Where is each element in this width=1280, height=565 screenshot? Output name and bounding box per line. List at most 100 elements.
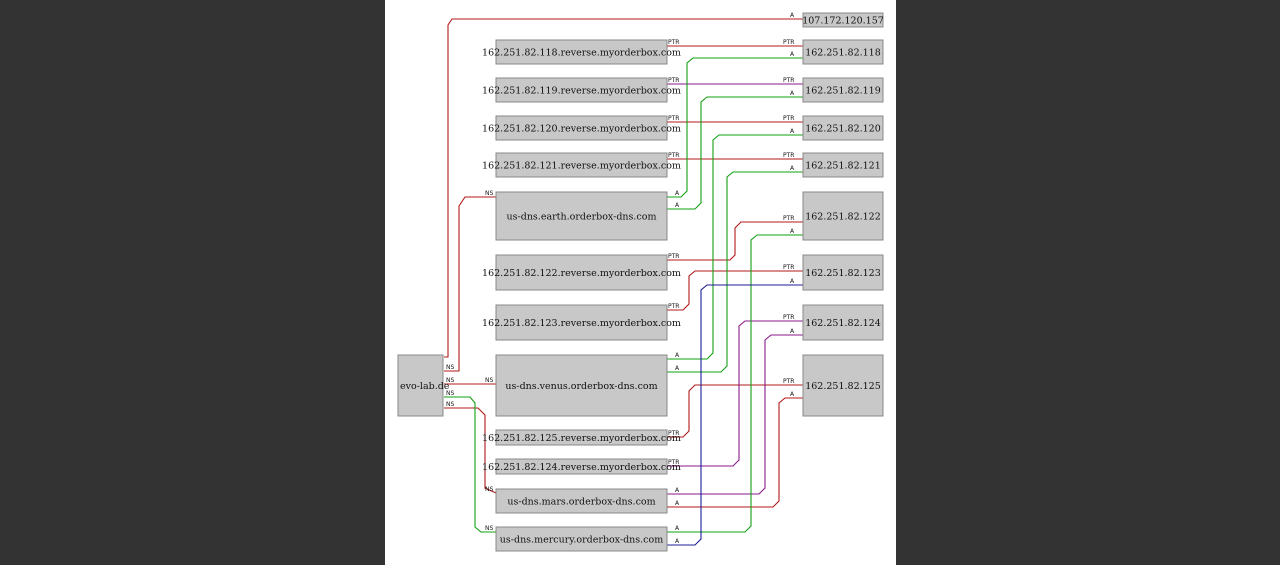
node-label: evo-lab.de	[400, 381, 450, 392]
node-rev120[interactable]: 162.251.82.120.reverse.myorderbox.com	[482, 115, 681, 141]
node-label: us-dns.mercury.orderbox-dns.com	[500, 535, 663, 546]
edge-line	[444, 407, 497, 494]
node-box	[495, 458, 668, 475]
node-label: 162.251.82.121	[805, 161, 881, 172]
node-ip157[interactable]: 107.172.120.157	[802, 12, 884, 28]
node-rev125[interactable]: 162.251.82.125.reverse.myorderbox.com	[482, 429, 681, 446]
node-box	[495, 526, 668, 552]
node-ip119[interactable]: 162.251.82.119	[802, 77, 884, 103]
edge-line	[667, 234, 803, 533]
node-label: 162.251.82.124	[805, 318, 881, 329]
node-ip118[interactable]: 162.251.82.118	[802, 39, 884, 65]
edge-label: A	[675, 487, 680, 494]
edge-label: PTR	[668, 152, 679, 159]
node-evo[interactable]: evo-lab.de	[397, 354, 450, 417]
node-rev122[interactable]: 162.251.82.122.reverse.myorderbox.com	[482, 254, 681, 291]
node-box	[802, 191, 884, 241]
edge-venus-to-ip121: AA	[667, 165, 803, 373]
node-label: 162.251.82.125.reverse.myorderbox.com	[482, 433, 681, 444]
edge-label-source: NS	[446, 390, 454, 397]
node-rev124[interactable]: 162.251.82.124.reverse.myorderbox.com	[482, 458, 681, 475]
node-box	[495, 304, 668, 341]
edge-label: A	[675, 500, 680, 507]
edge-line	[667, 134, 803, 360]
edge-line	[667, 96, 803, 210]
edge-mercury-to-ip122: AA	[667, 228, 803, 533]
edge-line	[444, 196, 496, 372]
edge-line	[667, 334, 803, 495]
edge-earth-to-ip118: AA	[667, 51, 803, 198]
edge-label-target: PTR	[783, 152, 794, 159]
nodes-layer: evo-lab.de 107.172.120.157 162.251.82.118.…	[397, 12, 884, 552]
edge-line	[667, 171, 803, 373]
node-ip122[interactable]: 162.251.82.122	[802, 191, 884, 241]
edge-label-target: PTR	[783, 314, 794, 321]
edge-label: NS	[485, 525, 493, 532]
node-box	[802, 39, 884, 65]
node-box	[802, 354, 884, 417]
node-box	[495, 488, 668, 514]
node-box	[495, 354, 668, 417]
node-label: 162.251.82.123	[805, 268, 881, 279]
edge-label-target: A	[790, 90, 795, 97]
edge-label: NS	[485, 190, 493, 197]
node-box	[802, 115, 884, 141]
node-label: us-dns.earth.orderbox-dns.com	[507, 212, 657, 223]
edge-line	[667, 384, 803, 438]
edge-label: A	[675, 525, 680, 532]
node-label: 162.251.82.120.reverse.myorderbox.com	[482, 124, 681, 135]
node-venus[interactable]: us-dns.venus.orderbox-dns.com	[495, 354, 668, 417]
node-box	[397, 354, 444, 417]
edge-label-target: PTR	[783, 77, 794, 84]
node-ip121[interactable]: 162.251.82.121	[802, 152, 884, 178]
node-label: 162.251.82.122	[805, 212, 881, 223]
edge-label-source: NS	[446, 377, 454, 384]
edge-label-target: A	[790, 278, 795, 285]
edge-line	[667, 284, 803, 546]
node-rev123[interactable]: 162.251.82.123.reverse.myorderbox.com	[482, 304, 681, 341]
node-mars[interactable]: us-dns.mars.orderbox-dns.com	[495, 488, 668, 514]
node-rev118[interactable]: 162.251.82.118.reverse.myorderbox.com	[482, 39, 681, 65]
node-rev121[interactable]: 162.251.82.121.reverse.myorderbox.com	[482, 152, 681, 178]
node-label: 162.251.82.119.reverse.myorderbox.com	[482, 86, 681, 97]
node-box	[495, 254, 668, 291]
edge-rev124-to-ip124: PTR PTR	[667, 314, 803, 467]
node-ip123[interactable]: 162.251.82.123	[802, 254, 884, 291]
node-label: 162.251.82.119	[805, 86, 881, 97]
node-box	[495, 152, 668, 178]
edge-label: PTR	[668, 253, 679, 260]
node-label: us-dns.mars.orderbox-dns.com	[507, 497, 655, 508]
edge-mercury-to-ip123: AA	[667, 278, 803, 546]
node-ip125[interactable]: 162.251.82.125	[802, 354, 884, 417]
node-rev119[interactable]: 162.251.82.119.reverse.myorderbox.com	[482, 77, 681, 103]
edge-line	[667, 57, 803, 198]
node-mercury[interactable]: us-dns.mercury.orderbox-dns.com	[495, 526, 668, 552]
edge-label-source: NS	[446, 401, 454, 408]
node-label: 162.251.82.125	[805, 381, 881, 392]
node-box	[495, 429, 668, 446]
node-earth[interactable]: us-dns.earth.orderbox-dns.com	[495, 191, 668, 241]
node-ip124[interactable]: 162.251.82.124	[802, 304, 884, 341]
edge-label: PTR	[668, 39, 679, 46]
node-box	[802, 254, 884, 291]
edge-label: PTR	[668, 459, 679, 466]
node-label: 107.172.120.157	[802, 16, 884, 27]
edge-label-target: PTR	[783, 215, 794, 222]
edge-label: A	[675, 538, 680, 545]
node-label: 162.251.82.120	[805, 124, 881, 135]
node-label: 162.251.82.122.reverse.myorderbox.com	[482, 268, 681, 279]
edge-label: A	[675, 202, 680, 209]
edge-label: A	[675, 190, 680, 197]
edge-venus-to-ip120: AA	[667, 128, 803, 360]
node-box	[802, 12, 884, 28]
edge-evo-to-mercury: NS NS	[444, 390, 496, 533]
edge-rev122-to-ip122: PTR PTR	[667, 215, 803, 261]
node-ip120[interactable]: 162.251.82.120	[802, 115, 884, 141]
edge-line	[444, 18, 803, 358]
node-box	[495, 191, 668, 241]
edge-label-target: A	[790, 51, 795, 58]
